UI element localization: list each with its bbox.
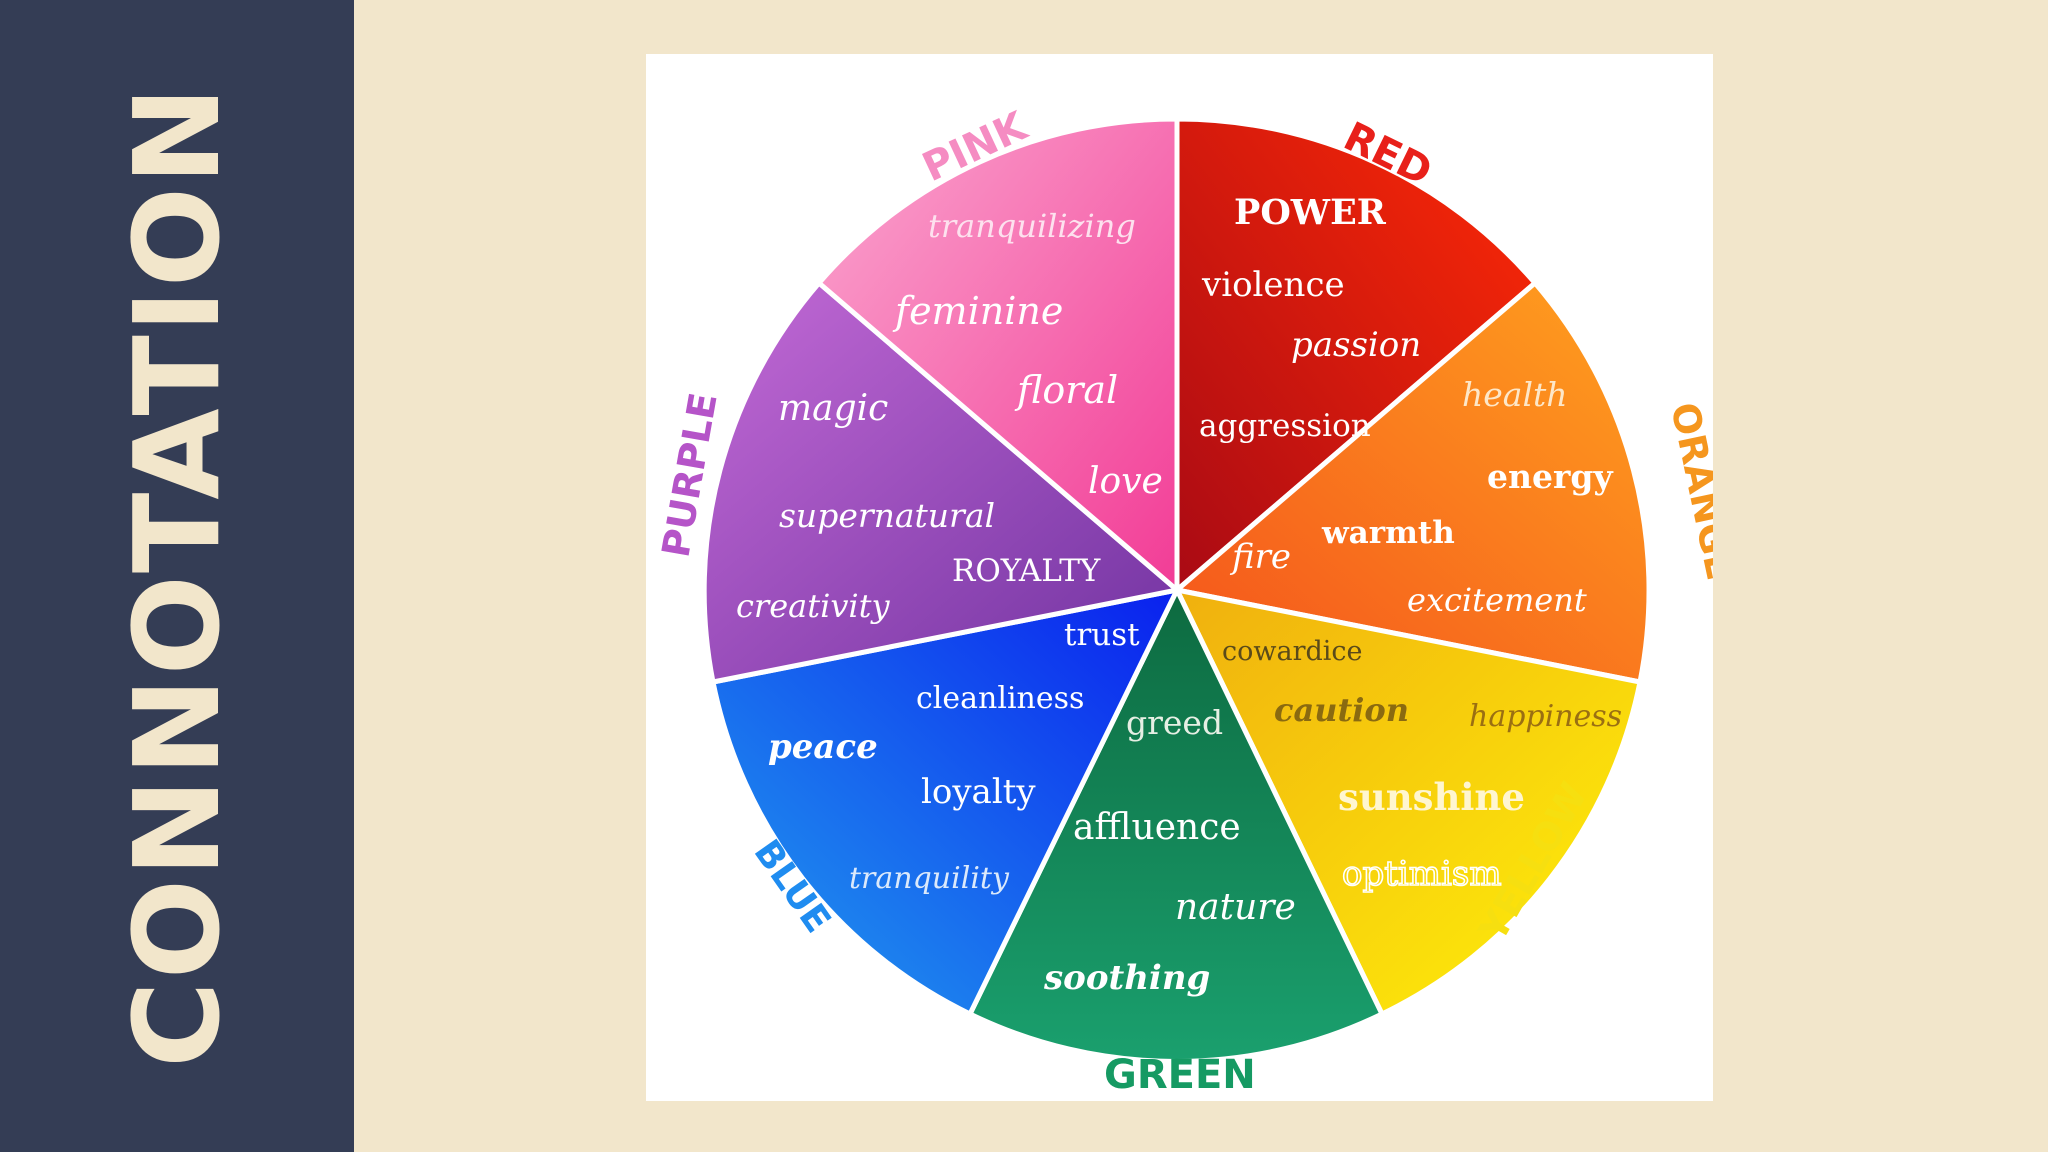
label-green: GREEN — [1104, 1052, 1256, 1098]
word-feminine: feminine — [892, 289, 1063, 333]
red-segment — [1174, 116, 1539, 596]
word-nature: nature — [1175, 887, 1296, 928]
word-passion: passion — [1291, 325, 1421, 365]
word-creativity: creativity — [736, 587, 891, 625]
word-tranquility: tranquility — [849, 861, 1010, 896]
orange-segment — [1171, 279, 1652, 685]
word-affluence: affluence — [1073, 807, 1241, 848]
word-floral: floral — [1014, 368, 1118, 412]
word-power: POWER — [1234, 192, 1387, 233]
sidebar: CONNOTATION — [0, 0, 354, 1152]
word-aggression: aggression — [1199, 408, 1371, 444]
word-greed: greed — [1126, 703, 1223, 742]
word-trust: trust — [1064, 617, 1140, 653]
word-loyalty: loyalty — [921, 772, 1036, 812]
word-energy: energy — [1487, 457, 1613, 496]
label-orange: ORANGE — [1662, 399, 1713, 584]
word-peace: peace — [768, 727, 878, 767]
word-optimism: optimism — [1342, 854, 1502, 894]
word-happiness: happiness — [1469, 699, 1622, 734]
word-fire: fire — [1229, 537, 1291, 577]
word-supernatural: supernatural — [779, 496, 995, 535]
color-wheel: RED ORANGE YELLOW GREEN BLUE PURPLE PINK… — [654, 103, 1713, 1098]
word-love: love — [1088, 461, 1163, 502]
word-excitement: excitement — [1407, 581, 1587, 619]
word-tranquilizing: tranquilizing — [928, 207, 1136, 245]
pink-segment — [815, 116, 1180, 596]
slide-title: CONNOTATION — [108, 84, 246, 1068]
blue-segment — [710, 586, 1182, 1018]
word-violence: violence — [1201, 265, 1345, 305]
green-segment — [966, 584, 1386, 1064]
word-warmth: warmth — [1321, 515, 1455, 551]
word-cleanliness: cleanliness — [916, 681, 1084, 716]
word-sunshine: sunshine — [1338, 775, 1525, 819]
word-magic: magic — [778, 388, 888, 429]
word-soothing: soothing — [1043, 958, 1210, 998]
word-cowardice: cowardice — [1222, 636, 1363, 667]
color-wheel-card: RED ORANGE YELLOW GREEN BLUE PURPLE PINK… — [646, 54, 1713, 1101]
word-royalty: ROYALTY — [952, 553, 1101, 589]
yellow-segment — [1172, 586, 1643, 1018]
word-health: health — [1462, 375, 1568, 414]
word-caution: caution — [1274, 691, 1409, 729]
purple-segment — [701, 279, 1183, 685]
